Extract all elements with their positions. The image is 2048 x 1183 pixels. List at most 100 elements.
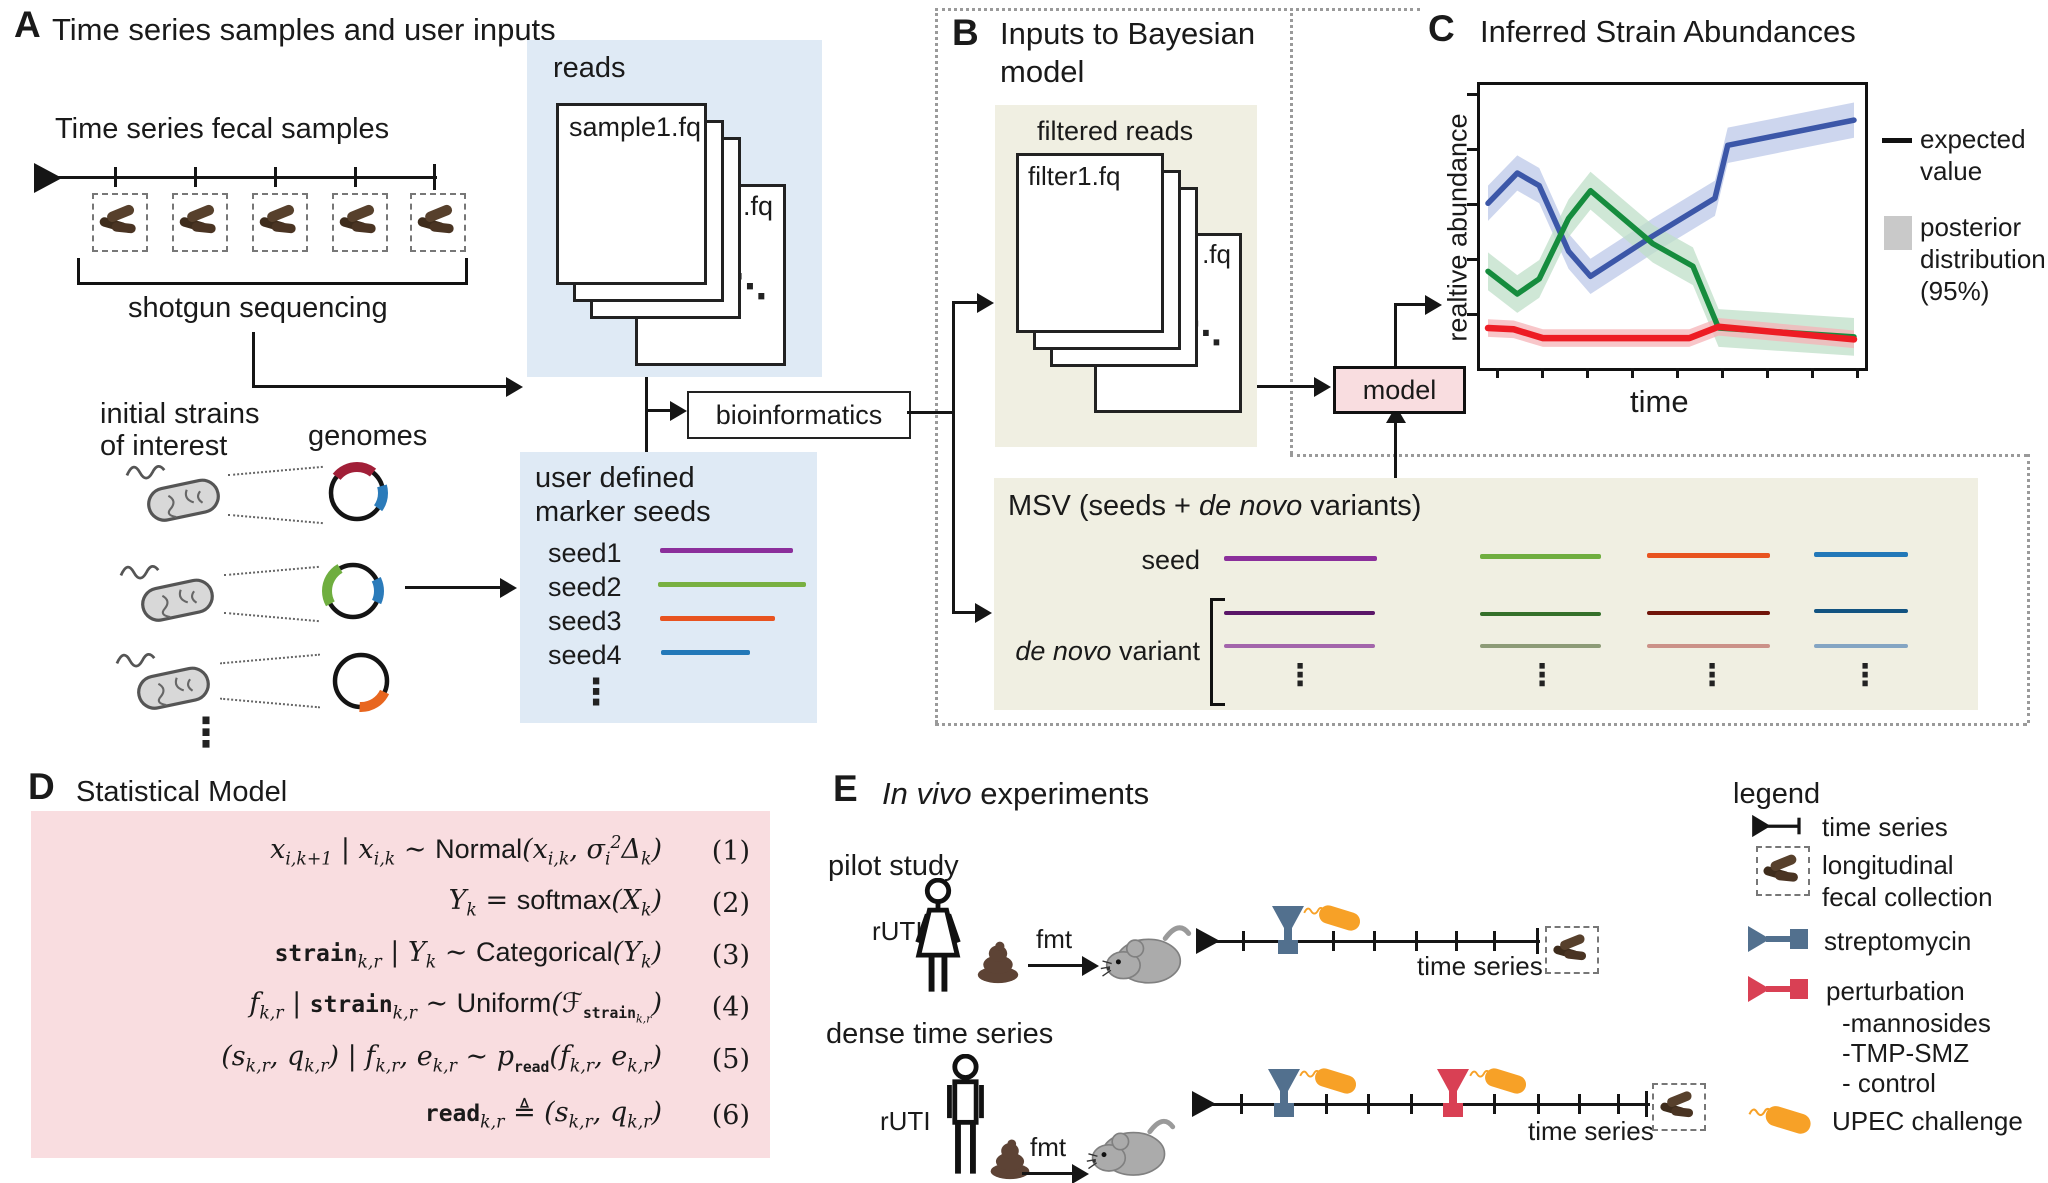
fecal-sample-box <box>92 193 148 252</box>
upec-bacterium-icon <box>1466 1061 1532 1103</box>
msv-title-prefix: MSV (seeds + <box>1008 490 1199 522</box>
ellipsis-vertical: ⋮ <box>1850 658 1880 693</box>
legend-expected-2: value <box>1920 156 1983 186</box>
arrowhead <box>1314 377 1331 397</box>
legend-upec: UPEC challenge <box>1832 1106 2023 1136</box>
seed-label: seed4 <box>548 640 622 670</box>
dense-fecal-box <box>1652 1083 1706 1131</box>
y-tick <box>1467 203 1477 206</box>
arrowhead <box>1072 1164 1089 1183</box>
ellipsis-vertical: ⋮ <box>1527 658 1557 693</box>
legend-posterior-2: distribution <box>1920 244 2046 274</box>
msv-box <box>994 478 1978 710</box>
connector-dotted <box>224 565 319 577</box>
msv-variant2-line <box>1224 644 1375 648</box>
equation-row: (sk,r, qk,r) | fk,r, ek,r ∼ pread(fk,r, … <box>45 1034 750 1084</box>
x-tick <box>1766 368 1769 378</box>
fecal-pellets-icon <box>175 199 221 243</box>
pilot-tick <box>1242 931 1245 951</box>
ellipsis-vertical: ⋮ <box>578 672 614 713</box>
msv-variant1-line <box>1647 611 1770 615</box>
equation-number: (2) <box>711 887 750 919</box>
x-tick <box>1541 368 1544 378</box>
timeline-a-tick <box>114 167 117 187</box>
upec-bacterium-icon <box>1744 1098 1818 1144</box>
arrow-line <box>952 301 955 613</box>
equation: xi,k+1 | xi,k ∼ Normal(xi,k, σi2Δk) <box>270 832 662 870</box>
seeds-title-2: marker seeds <box>535 496 711 528</box>
pilot-fmt-label: fmt <box>1036 924 1073 954</box>
x-tick <box>1721 368 1724 378</box>
seed-line <box>658 582 806 587</box>
msv-variant-row-label: de novo variant <box>1000 636 1200 667</box>
pilot-tick <box>1415 931 1418 951</box>
marker-seeds-box <box>520 452 817 723</box>
file-front-label: filter1.fq <box>1028 161 1121 191</box>
msv-title-suffix: variants) <box>1302 490 1422 522</box>
genome-plasmid-icon <box>318 556 388 626</box>
y-tick <box>1467 258 1477 261</box>
pilot-fecal-box <box>1545 926 1599 974</box>
strains-label-1: initial strains <box>100 398 260 430</box>
seed-line <box>661 650 750 655</box>
x-tick <box>1811 368 1814 378</box>
arrow-line <box>1394 412 1397 478</box>
fecal-samples-label: Time series fecal samples <box>55 113 390 145</box>
connector-dotted <box>220 653 320 665</box>
equation-row: fk,r | straink,r ∼ Uniform(ℱstraink,r)(4… <box>45 982 750 1032</box>
genome-plasmid-icon <box>326 646 396 716</box>
arrow-line <box>1394 303 1428 306</box>
ellipsis-vertical: ⋮ <box>1285 658 1315 693</box>
msv-variant-label-italic: de novo <box>1015 636 1112 666</box>
equation: (sk,r, qk,r) | fk,r, ek,r ∼ pread(fk,r, … <box>221 1041 662 1077</box>
reads-box-title: reads <box>553 52 626 84</box>
time-series-icon <box>1750 814 1806 838</box>
panel-b-title-1: Inputs to Bayesian <box>1000 16 1256 51</box>
legend-title: legend <box>1733 778 1821 810</box>
dense-tick <box>1325 1094 1328 1114</box>
seeds-title-1: user defined <box>535 462 695 494</box>
arrowhead <box>1425 295 1442 315</box>
panel-a-label: A <box>14 4 41 45</box>
dense-tick <box>1617 1094 1620 1114</box>
arrow-line <box>252 385 508 388</box>
dotted-bottom-edge <box>935 723 2027 726</box>
arrow-line <box>1028 964 1084 967</box>
dense-tick <box>1578 1094 1581 1114</box>
equation-number: (6) <box>711 1099 750 1131</box>
chart-xlabel: time <box>1630 384 1689 419</box>
dotted-left-edge <box>935 8 938 723</box>
x-tick <box>1676 368 1679 378</box>
connector-dotted <box>220 697 320 709</box>
model-box: model <box>1333 366 1466 414</box>
fecal-sample-box <box>252 193 308 252</box>
equation-row: straink,r | Yk ∼ Categorical(Yk)(3) <box>45 930 750 980</box>
msv-variant1-line <box>1224 611 1375 615</box>
msv-variant2-line <box>1814 644 1908 648</box>
legend-perturbation: perturbation <box>1826 976 1965 1006</box>
msv-seed-line <box>1647 553 1770 558</box>
file-back-label: .fq <box>1202 239 1231 269</box>
dotted-mid-horizontal <box>1290 454 2027 457</box>
pilot-tick <box>1373 931 1376 951</box>
panel-e-title-italic: In vivo <box>882 776 972 811</box>
statistical-model-box <box>31 811 770 1158</box>
arrowhead <box>670 401 687 421</box>
panel-e-title: In vivo experiments <box>882 776 1149 812</box>
file-page: sample1.fq <box>556 103 707 285</box>
equation-number: (5) <box>711 1043 750 1075</box>
legend-mannosides: -mannosides <box>1842 1008 1991 1038</box>
equation: fk,r | straink,r ∼ Uniform(ℱstraink,r) <box>249 988 662 1026</box>
bioinformatics-box: bioinformatics <box>687 391 911 439</box>
panel-b-label: B <box>952 12 979 53</box>
msv-variant1-line <box>1814 609 1908 613</box>
woman-icon <box>902 878 974 998</box>
msv-title-italic: de novo <box>1199 490 1303 522</box>
dense-ruti-label: rUTI <box>880 1106 931 1136</box>
y-tick <box>1467 313 1477 316</box>
msv-seed-row-label: seed <box>1141 545 1200 575</box>
file-back-label: .fq <box>742 191 773 221</box>
seed-label: seed3 <box>548 606 622 636</box>
connector-dotted <box>228 513 323 525</box>
panel-d-label: D <box>28 766 55 807</box>
